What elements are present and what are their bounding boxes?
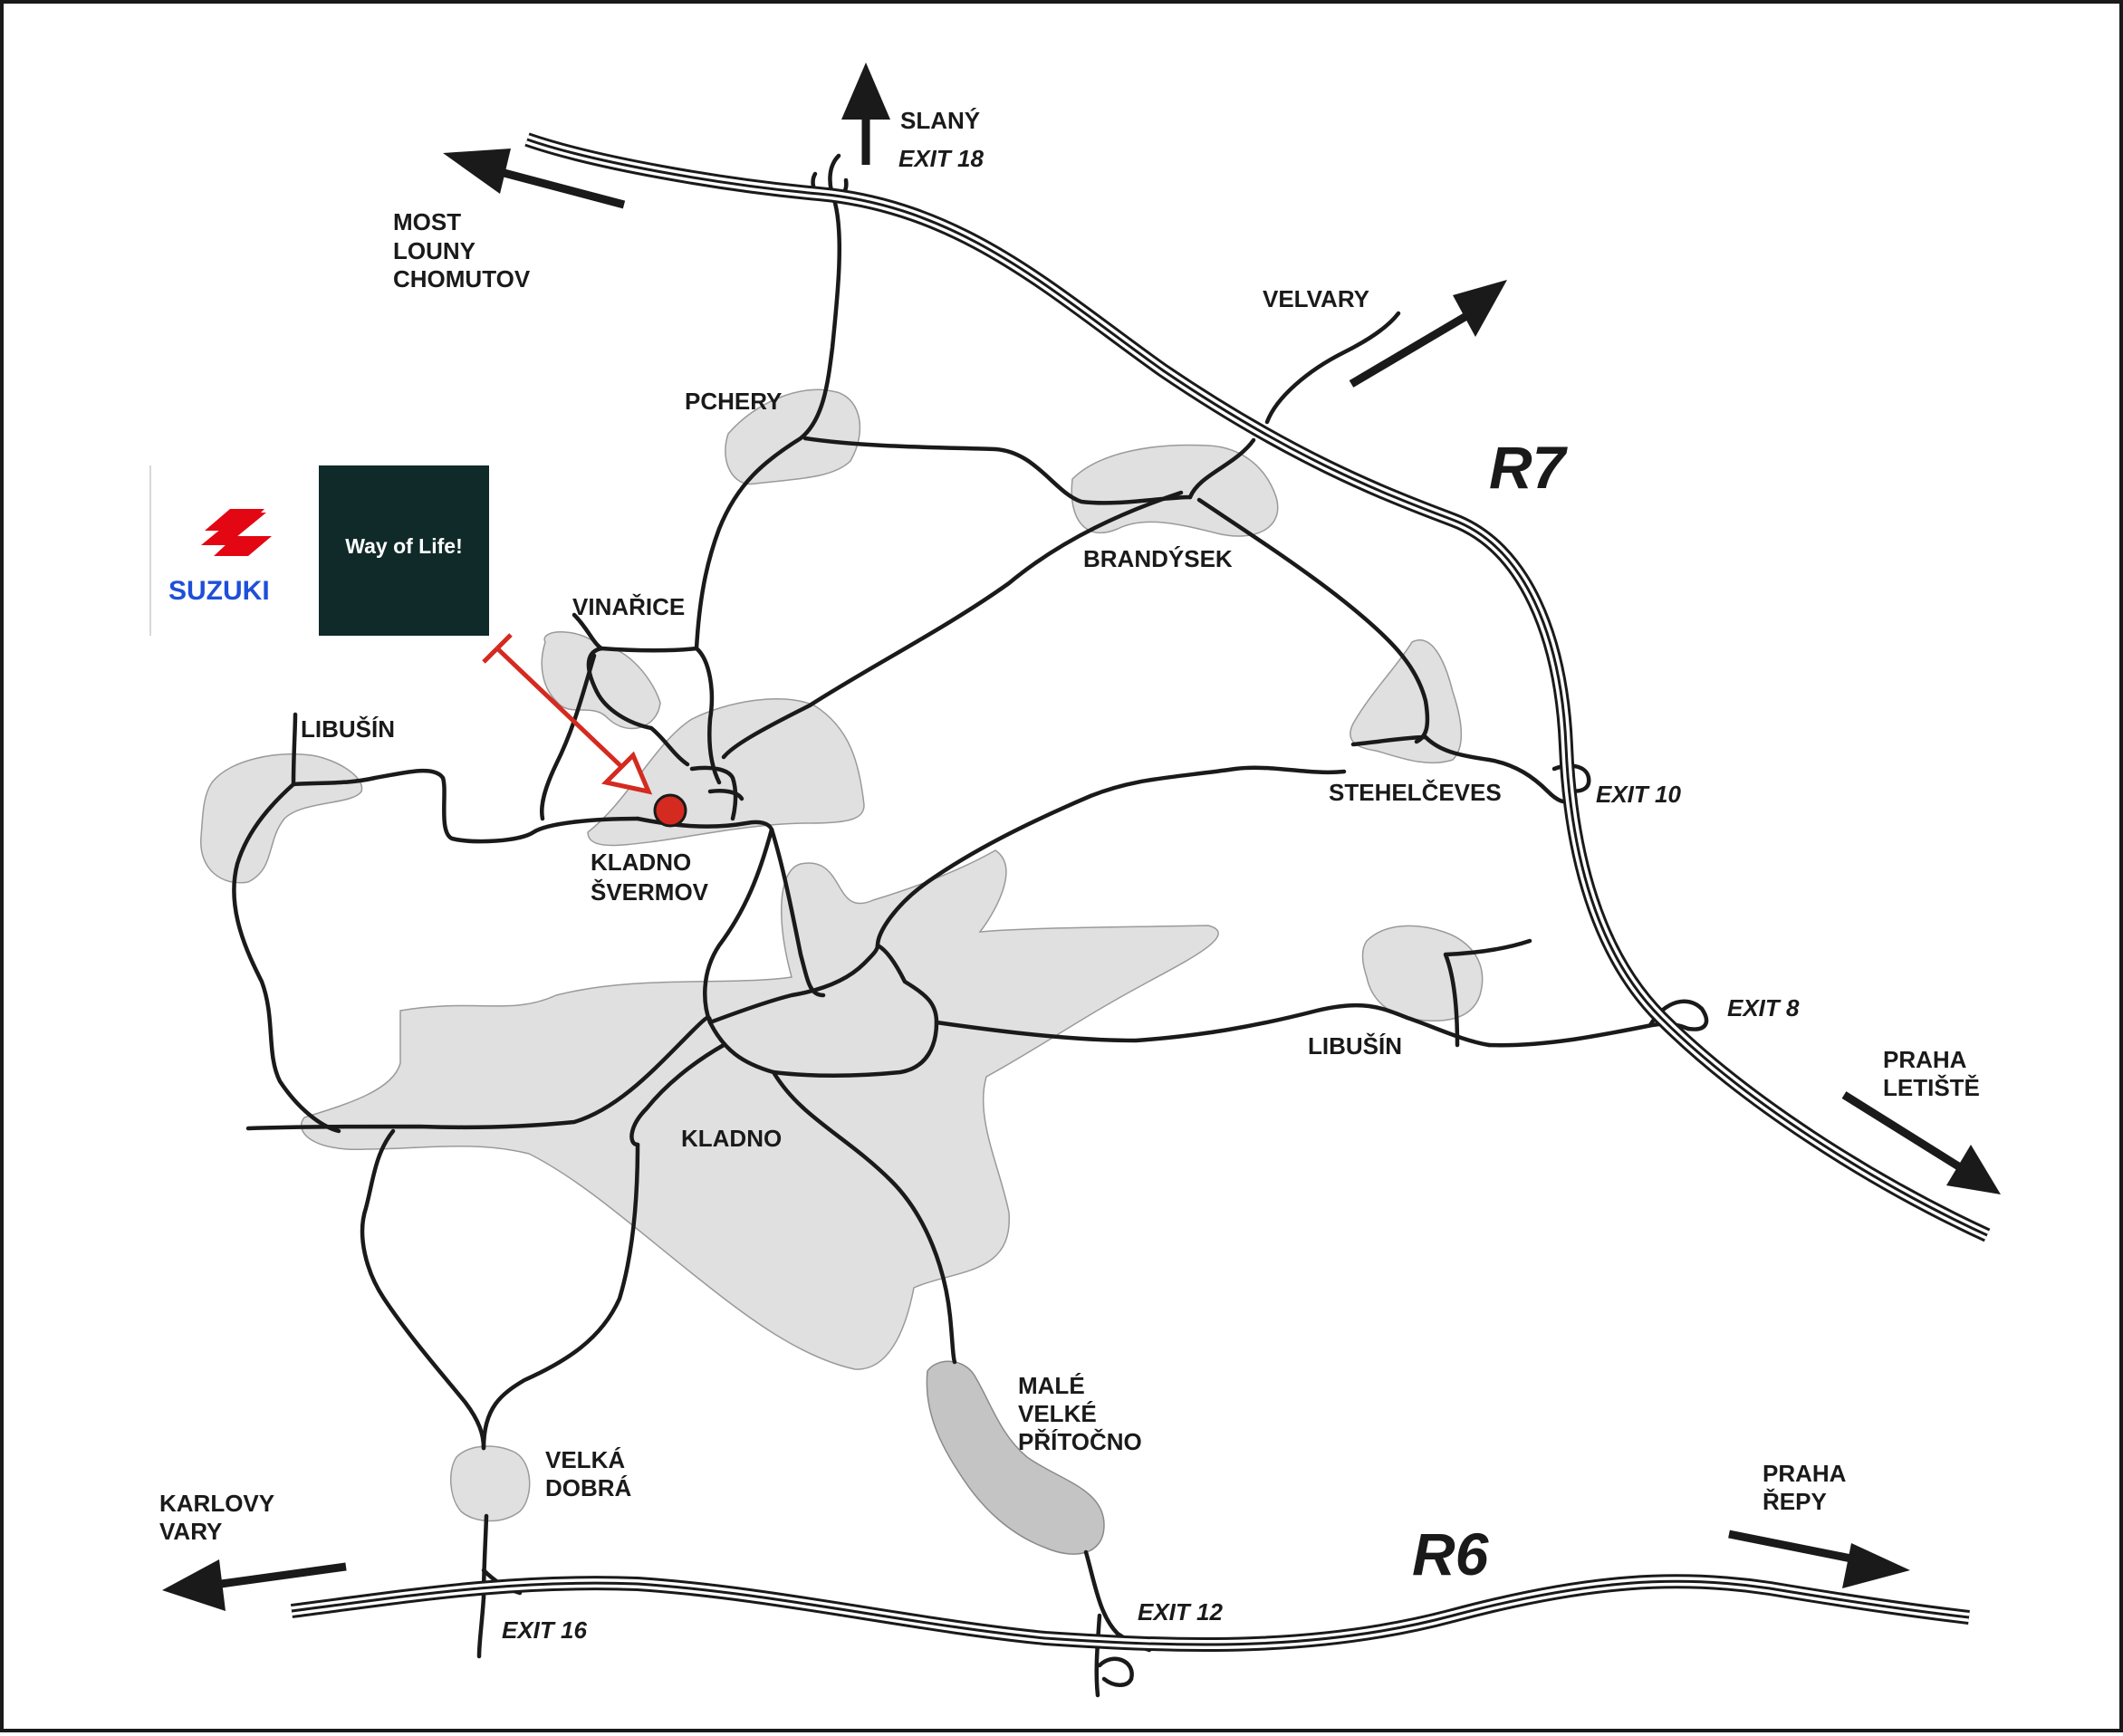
road-stehelceves-kladno xyxy=(875,765,1347,948)
road-exit16-south xyxy=(476,1595,486,1659)
road-velvary xyxy=(1264,311,1401,425)
label-r7: R7 xyxy=(1489,434,1569,501)
label-velka-dobra-1: VELKÁ xyxy=(545,1446,625,1473)
road-to-velka-dobra-east xyxy=(481,1142,640,1451)
route-map: R7 R6 EXIT 18 EXIT 10 EXIT 8 EXIT 16 EXI… xyxy=(149,62,2001,1698)
town-area-velka-dobra xyxy=(449,1445,531,1522)
town-area-kladno xyxy=(300,849,1219,1370)
arrow-slany-icon xyxy=(841,62,890,165)
arrow-most-icon xyxy=(443,149,626,209)
road-svermov-loop xyxy=(689,765,738,821)
slogan-text: Way of Life! xyxy=(345,534,462,558)
road-libusin-east-to-exit8 xyxy=(1486,1021,1691,1048)
local-roads xyxy=(232,153,1709,1698)
label-slany: SLANÝ xyxy=(900,107,980,134)
label-kladno-svermov-2: ŠVERMOV xyxy=(591,878,709,906)
road-vinarice-west xyxy=(586,646,699,767)
label-kladno-svermov-1: KLADNO xyxy=(591,849,691,876)
town-area-libusin-west xyxy=(200,753,363,884)
label-vinarice: VINAŘICE xyxy=(572,593,685,620)
label-pritocno-1: MALÉ xyxy=(1018,1372,1085,1399)
road-to-velka-dobra-west xyxy=(360,1128,486,1451)
road-brandysek-r7 xyxy=(1187,437,1256,500)
label-praha-repy-2: ŘEPY xyxy=(1763,1488,1827,1515)
arrow-praha-letiste-icon xyxy=(1841,1091,2001,1194)
road-exit12-south xyxy=(1094,1613,1102,1698)
label-most-3: CHOMUTOV xyxy=(393,265,531,293)
label-pritocno-2: VELKÉ xyxy=(1018,1400,1097,1427)
road-kladno-to-libusin-east xyxy=(934,1002,1492,1048)
road-libusin-south xyxy=(232,782,341,1134)
arrow-karlovy-vary-icon xyxy=(162,1559,347,1611)
highways xyxy=(290,132,1991,1653)
label-exit10: EXIT 10 xyxy=(1596,781,1681,808)
label-praha-letiste-2: LETIŠTĚ xyxy=(1883,1074,1980,1101)
road-to-pritocno xyxy=(771,1069,957,1365)
destination-pointer xyxy=(482,633,687,828)
label-brandysek: BRANDÝSEK xyxy=(1083,545,1233,572)
road-svermov-libusin xyxy=(291,768,640,844)
label-pritocno-3: PŘÍTOČNO xyxy=(1018,1428,1142,1455)
red-arrowhead-icon xyxy=(600,751,653,795)
label-stehelceves: STEHELČEVES xyxy=(1329,779,1502,806)
road-kladno-center xyxy=(707,943,880,1025)
road-vinarice-east xyxy=(694,646,722,785)
labels: R7 R6 EXIT 18 EXIT 10 EXIT 8 EXIT 16 EXI… xyxy=(159,107,1980,1644)
road-pchery-brandysek xyxy=(802,436,1193,505)
label-pchery: PCHERY xyxy=(685,388,782,415)
suzuki-brand: SUZUKI xyxy=(168,576,270,606)
label-exit8: EXIT 8 xyxy=(1727,994,1800,1021)
road-vinarice-center xyxy=(572,612,604,651)
road-exit12-loop xyxy=(1097,1656,1134,1687)
arrow-praha-repy-icon xyxy=(1728,1530,1910,1588)
label-praha-letiste-1: PRAHA xyxy=(1883,1046,1967,1073)
road-brandysek-stehelceves xyxy=(1196,497,1430,744)
town-area-pritocno xyxy=(926,1360,1105,1555)
arrow-velvary-icon xyxy=(1349,280,1507,388)
road-kladno-ring xyxy=(707,943,939,1078)
red-dot-icon xyxy=(653,793,687,828)
suzuki-s-mark-icon xyxy=(201,509,272,556)
town-area-libusin-east xyxy=(1361,925,1484,1021)
label-most-1: MOST xyxy=(393,208,461,235)
label-exit18: EXIT 18 xyxy=(898,145,984,172)
label-velvary: VELVARY xyxy=(1263,285,1369,312)
label-exit16: EXIT 16 xyxy=(502,1616,587,1644)
label-most-2: LOUNY xyxy=(393,237,476,264)
label-karlovy-vary-1: KARLOVY xyxy=(159,1490,274,1517)
label-r6: R6 xyxy=(1412,1520,1490,1587)
direction-arrows xyxy=(162,62,2001,1611)
road-vinarice-svermov xyxy=(540,653,597,821)
label-praha-repy-1: PRAHA xyxy=(1763,1460,1847,1487)
road-exit8-loop xyxy=(1647,999,1709,1031)
label-karlovy-vary-2: VARY xyxy=(159,1518,222,1545)
label-exit12: EXIT 12 xyxy=(1138,1598,1223,1626)
road-libusin-north xyxy=(291,712,298,787)
label-libusin-east: LIBUŠÍN xyxy=(1308,1032,1402,1060)
road-brandysek-svermov xyxy=(721,490,1184,760)
highway-r7-center xyxy=(526,138,1988,1237)
label-libusin-west: LIBUŠÍN xyxy=(301,715,395,743)
label-velka-dobra-2: DOBRÁ xyxy=(545,1474,632,1501)
highway-r6-center xyxy=(291,1579,1970,1646)
road-stehelceves-link xyxy=(1350,734,1428,747)
road-svermov-kladno xyxy=(703,827,774,1025)
road-stehelceves-exit10 xyxy=(1423,734,1573,804)
slogan-panel xyxy=(319,465,489,636)
label-kladno: KLADNO xyxy=(681,1125,782,1152)
red-arrow-icon xyxy=(495,647,630,775)
road-west-kladno xyxy=(245,1015,713,1131)
road-kladno-south-west xyxy=(629,1042,726,1147)
suzuki-logo: SUZUKI Way of Life! xyxy=(149,465,489,636)
town-area-pchery xyxy=(725,388,861,485)
road-svermov-inner xyxy=(707,789,744,801)
road-libusin-east-north xyxy=(1443,938,1532,1048)
